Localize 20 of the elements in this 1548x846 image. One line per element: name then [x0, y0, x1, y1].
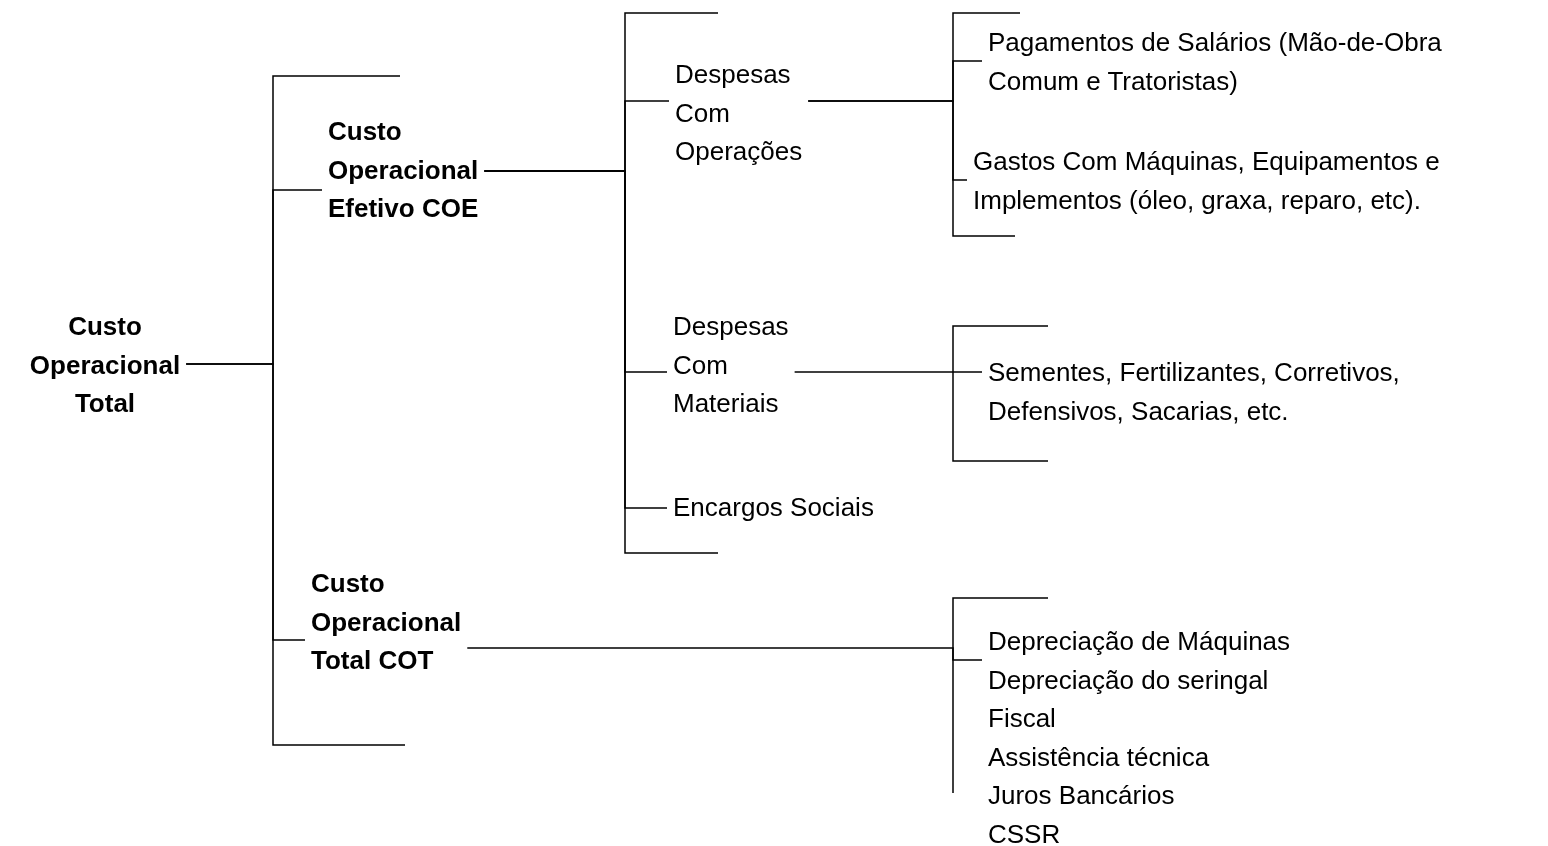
connector-line [793, 371, 983, 373]
item-text: Assistência técnica [988, 740, 1211, 774]
item-text: Gastos Com Máquinas, Equipamentos e Implementos (óleo, graxa, reparo, etc). [973, 145, 1441, 217]
item-text: Sementes, Fertilizantes, Corretivos, Defensivos, Sacarias, etc. [988, 356, 1401, 428]
category-heading: Custo Operacional Total [28, 310, 182, 420]
category-heading: Custo Operacional Total COT [311, 567, 463, 677]
item-text: CSSR [988, 817, 1062, 846]
item-text: Pagamentos de Salários (Mão-de-Obra Comum e Tratoristas) [988, 26, 1443, 98]
item-text: Despesas Com Operações [675, 58, 804, 168]
item-text: Depreciação de Máquinas [988, 625, 1292, 658]
connector-line [185, 363, 306, 641]
item-text: Juros Bancários [988, 779, 1176, 812]
connector-line [807, 100, 968, 181]
connector-line [483, 170, 668, 509]
connector-line [466, 647, 983, 661]
item-text: Encargos Sociais [673, 491, 875, 524]
item-text: Depreciação do seringal [988, 663, 1270, 697]
category-heading: Custo Operacional Efetivo COE [328, 115, 480, 225]
item-text: Despesas Com Materiais [673, 310, 790, 420]
item-text: Fiscal [988, 702, 1057, 735]
